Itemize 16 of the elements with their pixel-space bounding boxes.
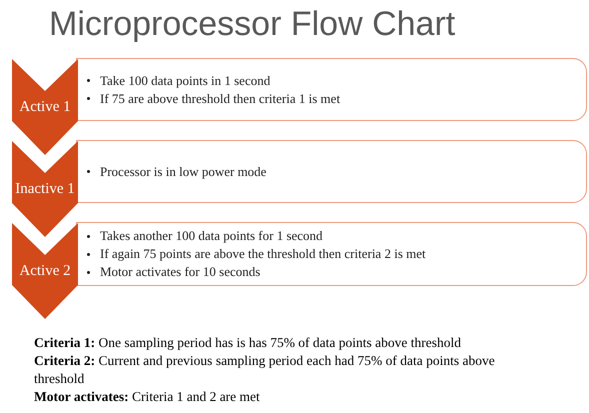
step-box [76,140,587,203]
title: Microprocessor Flow Chart [49,4,456,45]
note-text: Criteria 1: One sampling period has is has 75% of data points above threshold [34,334,462,352]
step-label: Active 1 [19,98,71,116]
bullet-item: Motor activates for 10 seconds [100,263,260,281]
bullet-item: If again 75 points are above the threshold then criteria 2 is met [100,245,426,263]
step-box [76,58,587,121]
note-text: Criteria 2: Current and previous sampling period each had 75% of data points above threshold [34,352,496,388]
bullet-item: If 75 are above threshold then criteria 1 is met [100,90,340,108]
step-label: Active 2 [19,262,71,280]
step-box [76,222,587,286]
step-label: Inactive 1 [15,180,75,198]
bullet-item: Take 100 data points in 1 second [100,72,270,90]
bullet-item: Processor is in low power mode [100,162,266,180]
bullet-item: Takes another 100 data points for 1 second [100,227,323,245]
note-text: Motor activates: Criteria 1 and 2 are met [34,388,261,406]
